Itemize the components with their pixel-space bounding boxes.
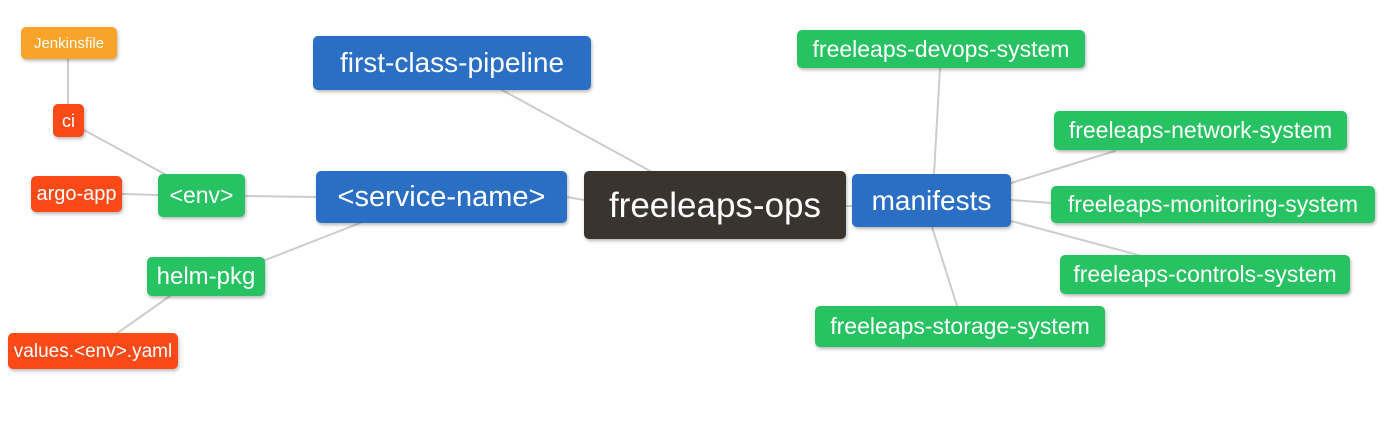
node-manifests[interactable]: manifests — [852, 174, 1011, 227]
connector-manifests-devops-system — [933, 67, 941, 175]
connector-argo-app-env — [121, 193, 159, 196]
node-freeleaps-ops-root[interactable]: freeleaps-ops — [584, 171, 846, 239]
connector-env-service-name — [244, 195, 317, 198]
connector-first-class-pipeline-freeleaps-ops — [501, 89, 653, 173]
node-jenkinsfile[interactable]: Jenkinsfile — [21, 27, 117, 59]
node-freeleaps-devops-system[interactable]: freeleaps-devops-system — [797, 30, 1085, 68]
node-service-name[interactable]: <service-name> — [316, 171, 567, 223]
connector-manifests-monitoring-system — [1010, 199, 1052, 204]
node-freeleaps-monitoring-system[interactable]: freeleaps-monitoring-system — [1051, 186, 1375, 223]
connector-manifests-network-system — [1010, 150, 1116, 184]
connector-service-name-helm-pkg — [262, 222, 361, 262]
node-first-class-pipeline[interactable]: first-class-pipeline — [313, 36, 591, 90]
connector-manifests-controls-system — [1010, 220, 1143, 257]
connector-helm-pkg-values-env-yaml — [115, 295, 171, 335]
connector-manifests-storage-system — [931, 226, 958, 307]
node-helm-pkg[interactable]: helm-pkg — [147, 257, 265, 296]
node-freeleaps-storage-system[interactable]: freeleaps-storage-system — [815, 306, 1105, 347]
node-ci[interactable]: ci — [53, 104, 84, 137]
connector-service-name-freeleaps-ops — [566, 196, 585, 201]
node-values-env-yaml[interactable]: values.<env>.yaml — [8, 333, 178, 369]
node-freeleaps-network-system[interactable]: freeleaps-network-system — [1054, 111, 1347, 150]
node-freeleaps-controls-system[interactable]: freeleaps-controls-system — [1060, 255, 1350, 294]
node-env[interactable]: <env> — [158, 174, 245, 217]
node-argo-app[interactable]: argo-app — [31, 176, 122, 212]
connector-ci-env — [83, 129, 171, 178]
